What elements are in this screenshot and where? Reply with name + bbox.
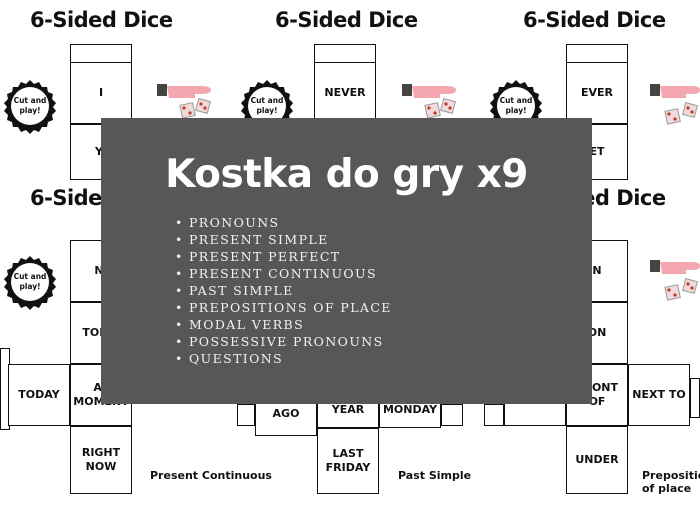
- dice-flap: [690, 378, 700, 418]
- dice-caption: Past Simple: [398, 469, 472, 482]
- hand-dice-icon: [650, 260, 700, 301]
- bullet-icon: •: [175, 283, 184, 298]
- topic-item: • PAST SIMPLE: [175, 282, 392, 299]
- dice-flap: [566, 44, 628, 62]
- bullet-icon: •: [175, 249, 184, 264]
- dice-face: UNDER: [566, 426, 628, 494]
- dice-face: RIGHT NOW: [70, 426, 132, 494]
- topic-label: PAST SIMPLE: [189, 283, 294, 298]
- bullet-icon: •: [175, 334, 184, 349]
- topic-label: PRONOUNS: [189, 215, 280, 230]
- sheet-title: 6-Sided Dice: [523, 8, 666, 32]
- dice-flap: [314, 44, 376, 62]
- topic-item: • PRESENT PERFECT: [175, 248, 392, 265]
- hand-dice-icon: [650, 84, 700, 125]
- topic-label: MODAL VERBS: [189, 317, 305, 332]
- dice-face: TODAY: [8, 364, 70, 426]
- dice-face: NEVER: [314, 62, 376, 124]
- bullet-icon: •: [175, 215, 184, 230]
- sheet-title: 6-Sided Dice: [275, 8, 418, 32]
- topic-item: • QUESTIONS: [175, 350, 392, 367]
- topic-label: PREPOSITIONS OF PLACE: [189, 300, 392, 315]
- topic-item: • MODAL VERBS: [175, 316, 392, 333]
- bullet-icon: •: [175, 232, 184, 247]
- topic-item: • PRESENT CONTINUOUS: [175, 265, 392, 282]
- dice-flap: [484, 404, 504, 426]
- badge-text: Cut and play!: [250, 96, 284, 115]
- dice-caption: Present Continuous: [150, 469, 272, 482]
- topic-item: • PREPOSITIONS OF PLACE: [175, 299, 392, 316]
- dice-flap: [237, 404, 255, 426]
- sheet-title: 6-Sided Dice: [30, 8, 173, 32]
- bullet-icon: •: [175, 266, 184, 281]
- title-overlay: Kostka do gry x9 • PRONOUNS • PRESENT SIMPL…: [101, 118, 592, 404]
- bullet-icon: •: [175, 300, 184, 315]
- badge-icon: Cut and play!: [2, 254, 58, 310]
- dice-face: NEXT TO: [628, 364, 690, 426]
- dice-face: I: [70, 62, 132, 124]
- badge-text: Cut and play!: [499, 96, 533, 115]
- overlay-title: Kostka do gry x9: [165, 152, 528, 197]
- hand-dice-icon: [157, 84, 211, 119]
- badge-text: Cut and play!: [13, 96, 47, 115]
- topic-label: PRESENT CONTINUOUS: [189, 266, 377, 281]
- hand-dice-icon: [402, 84, 456, 119]
- badge-icon: Cut and play!: [2, 78, 58, 134]
- topic-item: • PRESENT SIMPLE: [175, 231, 392, 248]
- topic-label: PRESENT PERFECT: [189, 249, 341, 264]
- badge-text: Cut and play!: [13, 272, 47, 291]
- dice-caption: Prepositions of place: [642, 469, 700, 495]
- topic-label: POSSESSIVE PRONOUNS: [189, 334, 384, 349]
- dice-face: LAST FRIDAY: [317, 428, 379, 494]
- bullet-icon: •: [175, 351, 184, 366]
- topic-item: • POSSESSIVE PRONOUNS: [175, 333, 392, 350]
- dice-flap: [441, 404, 463, 426]
- bullet-icon: •: [175, 317, 184, 332]
- topic-label: PRESENT SIMPLE: [189, 232, 329, 247]
- dice-flap: [70, 44, 132, 62]
- topic-label: QUESTIONS: [189, 351, 284, 366]
- dice-face: EVER: [566, 62, 628, 124]
- topic-list: • PRONOUNS • PRESENT SIMPLE • PRESENT PERFECT…: [175, 214, 392, 367]
- topic-item: • PRONOUNS: [175, 214, 392, 231]
